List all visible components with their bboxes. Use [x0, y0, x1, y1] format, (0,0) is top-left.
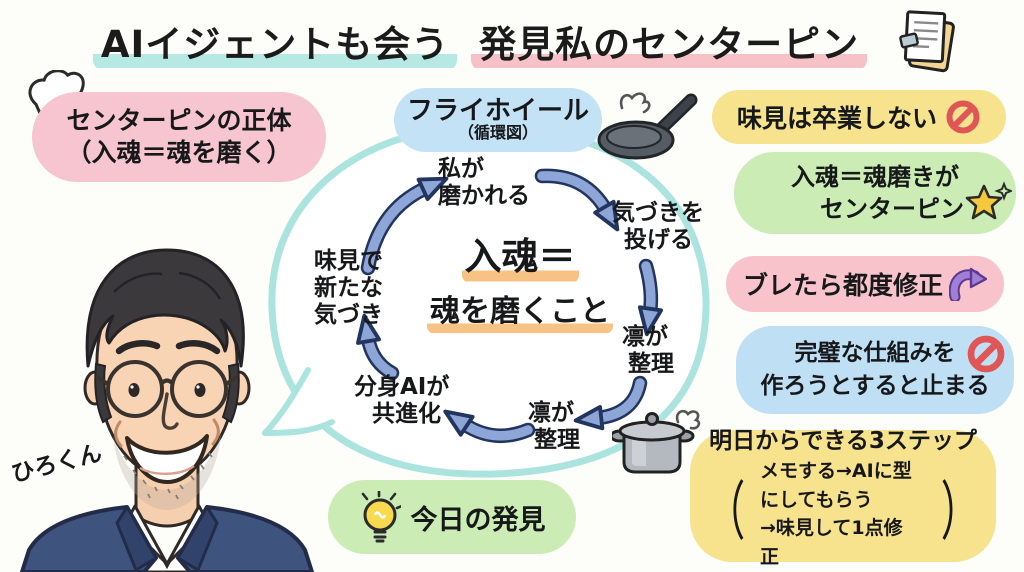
title-part-2: 発見私のセンターピン [471, 23, 868, 70]
centerpin-identity-bubble: センターピンの正体 （入魂＝魂を磨く） [32, 92, 326, 182]
node-me-line1: 私が [438, 156, 484, 182]
arrow-throw-to-rin1 [637, 258, 663, 337]
paren-open: （ [706, 476, 746, 551]
curved-arrow-icon [949, 267, 987, 301]
steam-icon [619, 92, 651, 114]
round-glasses-icon [95, 360, 239, 418]
note-soul-pill: 入魂＝魂磨きが センターピン [734, 152, 1016, 234]
node-ai-line1: 分身AIが [354, 374, 450, 400]
node-rin-organizes-2: 凛が 整理 [528, 400, 580, 454]
note-steps-line1: メモする→AIに型にしてもらう [760, 460, 912, 511]
node-taste-line3: 気づき [314, 302, 383, 329]
hirokun-portrait [20, 248, 314, 572]
todays-discovery-label: 今日の発見 [410, 504, 546, 536]
note-soul-line1: 入魂＝魂磨きが [791, 162, 959, 191]
node-rin2-line2: 整理 [534, 427, 580, 454]
note-steps-line2: →味見して1点修正 [760, 517, 903, 568]
left-eye [128, 383, 140, 397]
node-rin-organizes-1: 凛が 整理 [622, 324, 674, 378]
arrow-rin1-to-rin2 [573, 375, 648, 431]
lightbulb-icon [361, 491, 401, 543]
note-steps-title: 明日からできる3ステップ [709, 428, 977, 454]
flywheel-label: フライホイール [406, 95, 589, 126]
note-steps-pill: 明日からできる3ステップ （ メモする→AIに型にしてもらう →味見して1点修正… [690, 428, 996, 568]
flywheel-arrows [356, 168, 663, 443]
stubble-dots [123, 452, 213, 500]
no-entry-icon [967, 335, 1005, 373]
right-eye [194, 383, 206, 397]
node-me-polished: 私が 磨かれる [438, 156, 530, 210]
steam-icon [675, 409, 701, 430]
stubble-shading [113, 434, 221, 510]
flywheel-label-sub: （循環図） [457, 123, 538, 143]
flywheel-label-pill: フライホイール （循環図） [394, 88, 602, 152]
note-fix-pill: ブレたら都度修正 [726, 256, 1004, 312]
hair [85, 248, 245, 368]
arrow-rin2-to-ai [443, 409, 536, 443]
note-tasting-pill: 味見は卒業しない [712, 90, 1006, 144]
memo-clipboard-icon [899, 10, 955, 73]
node-throw-line1: 気づきを [612, 200, 704, 226]
note-perfect-pill: 完璧な仕組みを 作ろうとすると止まる [736, 326, 1014, 414]
node-rin2-line1: 凛が [528, 400, 574, 426]
frying-pan-icon [597, 92, 698, 160]
node-me-line2: 磨かれる [438, 183, 530, 210]
center-line1: 入魂＝ [461, 235, 579, 283]
node-ai-line2: 共進化 [372, 401, 441, 428]
note-fix-text: ブレたら都度修正 [742, 271, 943, 300]
cooking-pot-icon [612, 409, 701, 474]
speech-bubble-tail [262, 367, 311, 436]
centerpin-identity-line2: （入魂＝魂を磨く） [66, 138, 292, 167]
node-taste-line1: 味見で [314, 248, 383, 274]
no-entry-icon [946, 100, 980, 134]
eyebrows [115, 340, 221, 355]
node-rin1-line2: 整理 [628, 351, 674, 378]
note-perfect-line2: 作ろうとすると止まる [760, 373, 990, 399]
flywheel-center-statement: 入魂＝ 魂を磨くこと [408, 226, 632, 334]
arrow-ai-to-taste [356, 313, 400, 381]
node-throw-line2: 投げる [624, 227, 693, 254]
note-tasting-text: 味見は卒業しない [736, 104, 937, 133]
note-soul-line2: センターピン [820, 195, 964, 223]
node-throw-insight: 気づきを 投げる [612, 200, 704, 254]
todays-discovery-pill: 今日の発見 [328, 480, 576, 554]
page-title: AIイジェントも会う 発見私のセンターピン [0, 14, 960, 70]
center-line2: 魂を磨くこと [427, 294, 613, 334]
node-ai-coevolution: 分身AIが 共進化 [354, 374, 449, 428]
title-part-1: AIイジェントも会う [92, 23, 458, 70]
node-taste-line2: 新たな [314, 275, 383, 302]
node-tasting-insight: 味見で 新たな 気づき [314, 248, 383, 329]
paren-close: ） [940, 476, 980, 551]
arrow-me-to-throw [534, 168, 620, 232]
note-perfect-line1: 完璧な仕組みを [794, 339, 956, 366]
centerpin-identity-line1: センターピンの正体 [66, 105, 292, 135]
star-icon [965, 181, 1012, 220]
arrow-taste-to-me [360, 176, 449, 276]
